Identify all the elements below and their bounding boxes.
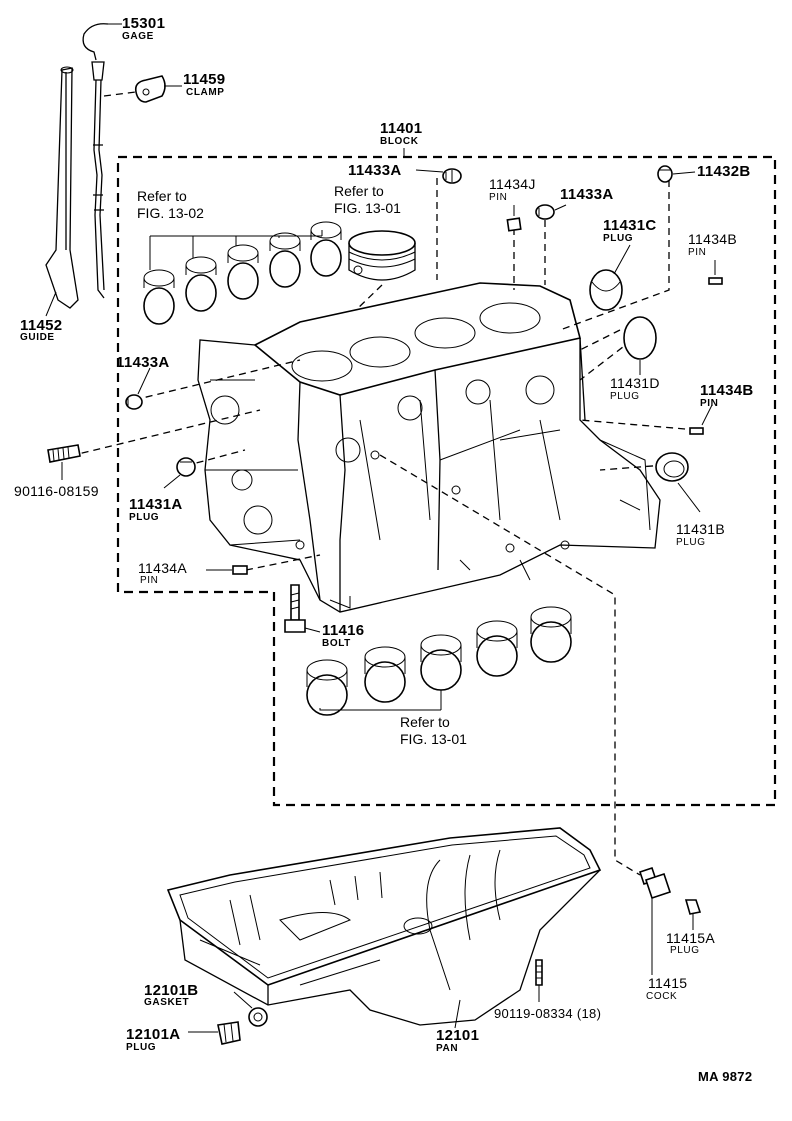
plug-11433A-top-drawing bbox=[442, 168, 462, 184]
pin-11434J-drawing bbox=[506, 217, 522, 232]
plug-11431C-drawing bbox=[589, 269, 623, 311]
drain-plug-12101A-drawing bbox=[217, 1021, 241, 1045]
crank-bearing-set-upper bbox=[143, 221, 342, 325]
part-name-gasket: GASKET bbox=[144, 997, 190, 1008]
piston-drawing bbox=[348, 230, 416, 281]
part-name-pin-11434B-top: PIN bbox=[688, 247, 707, 258]
part-name-clamp: CLAMP bbox=[186, 87, 225, 98]
part-number-11433A-top: 11433A bbox=[348, 162, 402, 179]
part-name-bolt: BOLT bbox=[322, 638, 351, 649]
plug-11432B-drawing bbox=[657, 165, 673, 183]
part-name-pan: PAN bbox=[436, 1043, 459, 1054]
part-number-12101B: 12101B bbox=[144, 982, 199, 999]
part-number-11434A: 11434A bbox=[138, 560, 188, 576]
plug-11433A-left-drawing bbox=[125, 394, 143, 410]
plug-11415A-drawing bbox=[684, 899, 702, 915]
part-number-11431C: 11431C bbox=[603, 217, 657, 234]
reference-fig-13-01-top: Refer to FIG. 13-01 bbox=[334, 183, 401, 217]
engine-block-drawing bbox=[197, 282, 661, 613]
reference-line-2: FIG. 13-01 bbox=[334, 200, 401, 216]
reference-line-1: Refer to bbox=[137, 188, 187, 204]
part-number-15301: 15301 bbox=[122, 15, 166, 32]
part-name-pin-11434A: PIN bbox=[140, 575, 159, 586]
part-number-11433A-mid: 11433A bbox=[560, 186, 614, 203]
stud-90116-drawing bbox=[47, 444, 81, 463]
gage-guide-drawing bbox=[45, 66, 79, 309]
part-number-11433A-left: 11433A bbox=[116, 354, 170, 371]
part-name-block: BLOCK bbox=[380, 136, 419, 147]
part-name-plug-11431C: PLUG bbox=[603, 233, 634, 244]
part-name-pin-11434B-mid: PIN bbox=[700, 398, 719, 409]
reference-fig-13-01-bottom: Refer to FIG. 13-01 bbox=[400, 714, 467, 748]
leader-11452 bbox=[45, 291, 57, 317]
part-name-plug-11431B: PLUG bbox=[676, 537, 706, 548]
part-number-11431A: 11431A bbox=[129, 496, 183, 513]
part-name-plug-12101A: PLUG bbox=[126, 1042, 157, 1053]
part-number-11416: 11416 bbox=[322, 622, 365, 639]
block-assembly-boundary bbox=[116, 155, 777, 807]
part-number-11415: 11415 bbox=[648, 975, 688, 991]
reference-line-1: Refer to bbox=[400, 714, 450, 730]
part-number-11431B: 11431B bbox=[676, 521, 726, 537]
part-name-guide: GUIDE bbox=[20, 332, 55, 343]
reference-line-2: FIG. 13-01 bbox=[400, 731, 467, 747]
plug-11431B-drawing bbox=[655, 452, 689, 482]
reference-line-2: FIG. 13-02 bbox=[137, 205, 204, 221]
oil-pan-drawing bbox=[166, 827, 602, 1026]
ref-bracket-1302 bbox=[149, 230, 323, 270]
part-number-11452: 11452 bbox=[20, 317, 63, 334]
part-name-plug-11431A: PLUG bbox=[129, 512, 160, 523]
reference-line-1: Refer to bbox=[334, 183, 384, 199]
drawing-code: MA 9872 bbox=[698, 1069, 753, 1084]
plug-11431A-drawing bbox=[176, 457, 196, 477]
stud-90119-drawing bbox=[535, 959, 543, 986]
bolt-11416-drawing bbox=[284, 584, 306, 633]
part-name-plug-11431D: PLUG bbox=[610, 391, 640, 402]
oil-gage-drawing bbox=[82, 23, 109, 299]
plug-11433A-mid-drawing bbox=[535, 204, 555, 220]
part-name-cock: COCK bbox=[646, 991, 678, 1002]
pin-11434A-drawing bbox=[232, 565, 248, 575]
part-number-11459: 11459 bbox=[183, 71, 226, 88]
part-number-11434J: 11434J bbox=[489, 176, 536, 192]
part-name-gage: GAGE bbox=[122, 31, 154, 42]
reference-fig-13-02: Refer to FIG. 13-02 bbox=[137, 188, 204, 222]
part-number-12101: 12101 bbox=[436, 1027, 480, 1044]
pin-11434B-top-drawing bbox=[708, 277, 723, 285]
part-number-11401: 11401 bbox=[380, 120, 423, 137]
part-number-11434B-mid: 11434B bbox=[700, 382, 754, 399]
crank-bearing-set-lower bbox=[306, 606, 572, 716]
plug-11431D-drawing bbox=[623, 316, 657, 360]
part-number-90116-08159: 90116-08159 bbox=[14, 483, 99, 499]
part-number-11431D: 11431D bbox=[610, 375, 660, 391]
gasket-12101B-drawing bbox=[248, 1007, 268, 1027]
part-number-11432B: 11432B bbox=[697, 163, 751, 180]
ref-bracket-1301-bottom bbox=[319, 690, 442, 711]
drain-cock-11415-drawing bbox=[638, 866, 672, 900]
part-number-12101A: 12101A bbox=[126, 1026, 181, 1043]
pin-11434B-mid-drawing bbox=[689, 427, 704, 435]
clamp-drawing bbox=[134, 75, 166, 103]
part-name-pin-11434J: PIN bbox=[489, 192, 508, 203]
part-name-plug-11415A: PLUG bbox=[670, 945, 700, 956]
part-number-11415A: 11415A bbox=[666, 930, 716, 946]
part-number-90119-08334: 90119-08334 (18) bbox=[494, 1006, 602, 1021]
part-number-11434B-top: 11434B bbox=[688, 231, 738, 247]
